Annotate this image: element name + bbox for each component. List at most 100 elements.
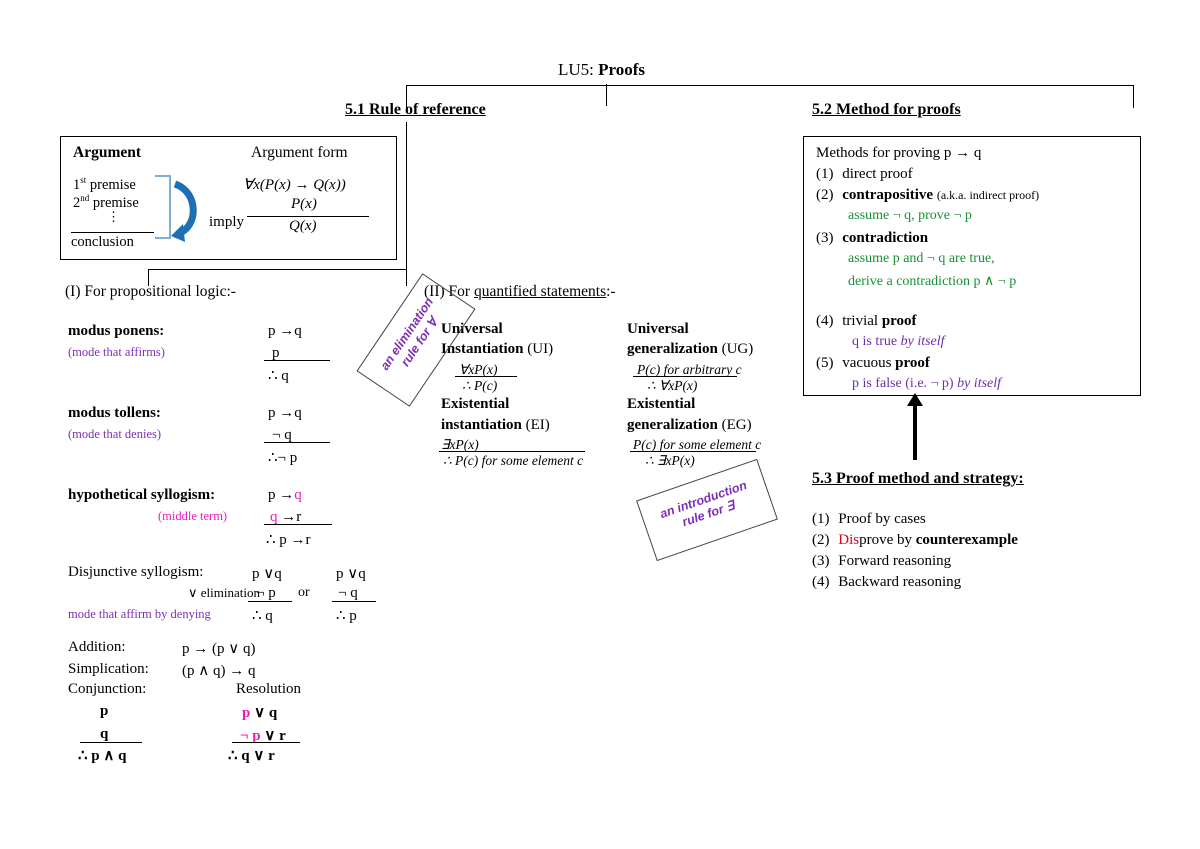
strategy-item-4: (4) Backward reasoning	[812, 574, 961, 591]
argument-conclusion: conclusion	[71, 234, 134, 250]
resolution-premise-1: p ∨ q	[242, 703, 277, 722]
rule-ei-title-2-text: instantiation	[441, 417, 522, 433]
quantified-heading-pre: For	[448, 283, 474, 300]
method-3-detail-2: derive a contradiction p ∧ ¬ p	[848, 274, 1017, 289]
rule-disjunctive-sub-2: mode that affirm by denying	[68, 607, 211, 621]
methods-box: Methods for proving p → q (1) direct pro…	[803, 136, 1141, 396]
rule-modus-ponens-premise-2: p	[272, 345, 280, 361]
method-2-detail: assume ¬ q, prove ¬ p	[848, 208, 972, 223]
rule-ug-conclusion: ∴ ∀xP(x)	[647, 378, 698, 393]
strategy-item-1: (1) Proof by cases	[812, 511, 926, 528]
disjunctive-right-conclusion: ∴ p	[336, 608, 357, 624]
method-5-label: vacuous	[842, 355, 896, 371]
rule-ei-title-line-2: instantiation (EI)	[441, 417, 550, 434]
disjunctive-or-label: or	[298, 585, 310, 600]
conjunction-rule-line	[80, 742, 142, 743]
method-1-num: (1)	[816, 166, 834, 182]
rule-ui-title-line-1: Universal	[441, 321, 503, 337]
method-3-num: (3)	[816, 230, 834, 246]
root-title: LU5: Proofs	[558, 60, 645, 80]
propositional-heading-num: (I)	[65, 283, 81, 300]
rule-simplication-formula: (p ∧ q) → q	[182, 663, 256, 679]
rule-addition-name: Addition:	[68, 639, 126, 655]
argument-conclusion-rule	[71, 232, 154, 234]
argument-box-col1-title: Argument	[73, 144, 142, 161]
disjunctive-left-premise-1: p ∨q	[252, 566, 282, 582]
imply-arrow-icon	[171, 180, 197, 242]
tree-root-bar	[406, 85, 1134, 86]
method-4-label: trivial	[842, 313, 882, 329]
premise-1-word: premise	[89, 176, 136, 193]
rule-eg-conclusion: ∴ ∃xP(x)	[645, 453, 695, 468]
strategy-3-text: Forward reasoning	[838, 553, 952, 569]
argument-form-line-1: ∀x(P(x) → Q(x))	[243, 177, 346, 193]
propositional-heading: (I) For propositional logic:-	[65, 283, 236, 301]
rule-eg-premise: P(c) for some element c	[633, 437, 762, 452]
quantified-heading-underlined: quantified statements	[473, 283, 607, 300]
section-5-1-split-bar	[148, 269, 407, 270]
method-5-detail: p is false (i.e. ¬ p) by itself	[852, 376, 1001, 392]
method-1-label: direct proof	[842, 166, 913, 182]
method-5-num: (5)	[816, 355, 834, 371]
disjunctive-right-rule-line	[332, 601, 376, 602]
section-5-1-spine	[406, 122, 407, 269]
premise-1-number: 1	[73, 176, 81, 193]
strategy-item-2: (2) Disprove by counterexample	[812, 532, 1018, 549]
method-4-detail-text: q is true	[852, 334, 901, 349]
premise-2-number: 2	[73, 194, 81, 211]
tree-branch-left	[406, 85, 407, 113]
rule-ui-title-line-2: Instantiation (UI)	[441, 341, 553, 358]
rule-eg-abbr: (EG)	[721, 417, 752, 433]
rule-disjunctive-name: Disjunctive syllogism:	[68, 564, 204, 580]
method-5-bold: proof	[895, 355, 930, 371]
rule-modus-ponens-rule-line	[264, 360, 330, 361]
tree-root-stem	[606, 84, 607, 106]
method-item-1: (1) direct proof	[816, 166, 913, 183]
section-5-1-heading: 5.1 Rule of reference	[345, 101, 486, 118]
quantified-heading: (II) For quantified statements:-	[424, 283, 616, 301]
rule-modus-ponens-conclusion: ∴ q	[268, 368, 289, 384]
hyp-premise1-b: q	[294, 487, 302, 503]
rule-modus-ponens-premise-1: p →q	[268, 323, 302, 339]
rule-disjunctive-sub-1: ∨ elimination	[188, 585, 260, 600]
strategy-2-bold: counterexample	[915, 532, 1018, 548]
strategy-2-red: Dis	[838, 532, 860, 548]
rule-ei-premise: ∃xP(x)	[441, 437, 479, 452]
branch-to-quantified	[406, 269, 407, 286]
rule-modus-tollens-premise-1: p →q	[268, 405, 302, 421]
argument-premise-1: 1st premise	[73, 175, 136, 194]
strategy-4-text: Backward reasoning	[838, 574, 962, 590]
propositional-heading-text: For propositional logic:-	[84, 283, 236, 300]
section-5-3-heading: 5.3 Proof method and strategy:	[812, 470, 1024, 487]
resolution-p1-b: ∨ q	[250, 705, 278, 721]
premise-1-ordinal: st	[80, 175, 87, 185]
argument-form-line-3: Q(x)	[289, 218, 317, 234]
resolution-p2-a: ¬ p	[240, 728, 261, 744]
method-4-bold: proof	[881, 313, 917, 329]
method-item-4: (4) trivial proof	[816, 313, 917, 330]
premise-2-word: premise	[92, 194, 139, 211]
method-2-bold: contrapositive	[842, 187, 934, 203]
strategy-2-text: prove by	[859, 532, 916, 548]
hyp-premise2-b: →r	[277, 509, 302, 525]
rule-ug-title-line-2: generalization (UG)	[627, 341, 753, 358]
method-5-detail-text: p is false (i.e. ¬ p)	[852, 376, 958, 391]
strategy-item-3: (3) Forward reasoning	[812, 553, 951, 570]
rule-hypothetical-conclusion: ∴ p →r	[266, 532, 311, 548]
rule-hypothetical-rule-line	[264, 524, 332, 525]
disjunctive-left-premise-2: ¬ p	[256, 585, 276, 601]
rule-ui-title-2-text: Instantiation	[441, 341, 524, 357]
argument-box-col2-title: Argument form	[251, 144, 348, 161]
resolution-rule-line	[232, 742, 300, 743]
rule-modus-tollens-premise-2: ¬ q	[272, 427, 292, 443]
rule-ui-premise: ∀xP(x)	[459, 362, 498, 377]
strategy-to-methods-arrow-stem	[913, 405, 917, 460]
rule-addition-formula: p → (p ∨ q)	[182, 641, 256, 657]
rule-ui-abbr: (UI)	[527, 341, 554, 357]
rule-hypothetical-premise-2: q →r	[270, 509, 301, 526]
tree-branch-right	[1133, 85, 1134, 108]
rule-resolution-name: Resolution	[236, 681, 302, 697]
resolution-p1-a: p	[242, 705, 251, 721]
hyp-premise1-a: p →	[268, 487, 295, 503]
